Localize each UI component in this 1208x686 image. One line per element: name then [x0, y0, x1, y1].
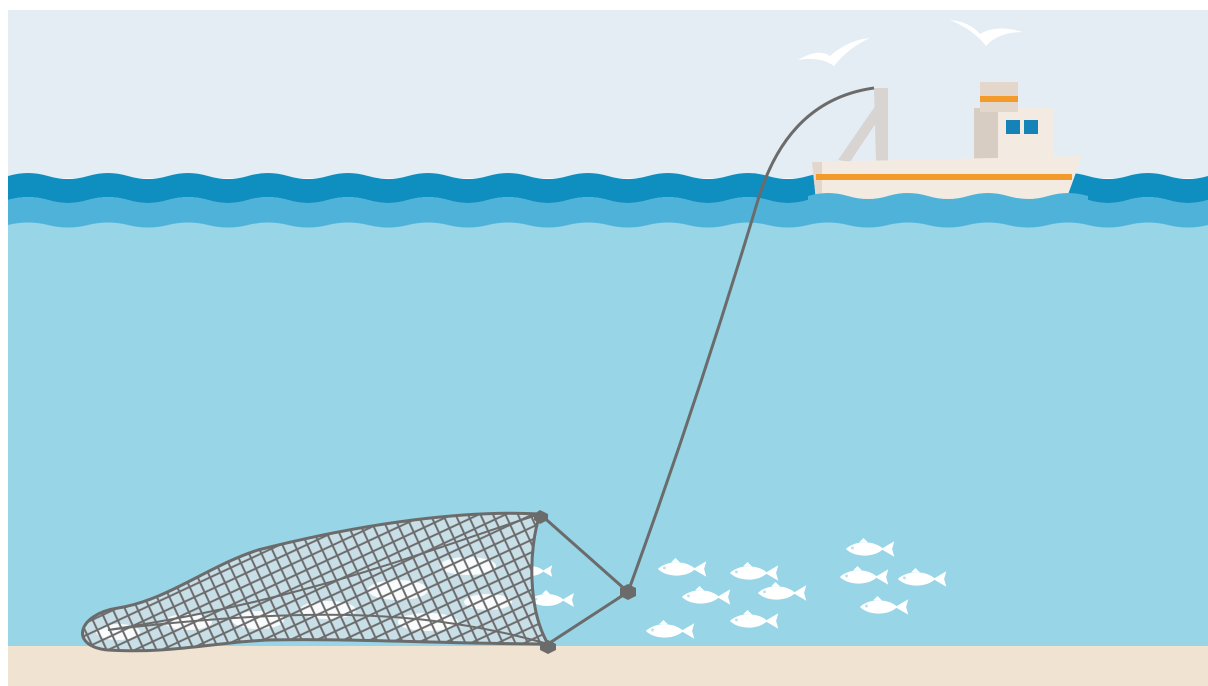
trawl-net-icon	[81, 510, 636, 654]
trawler-boat-icon	[808, 82, 1088, 206]
seagull-icon	[798, 38, 870, 66]
trawling-illustration	[8, 10, 1208, 686]
seabed	[8, 646, 1208, 686]
tow-line	[626, 86, 875, 593]
seagull-icon	[950, 20, 1023, 46]
trawling-svg	[8, 10, 1208, 686]
